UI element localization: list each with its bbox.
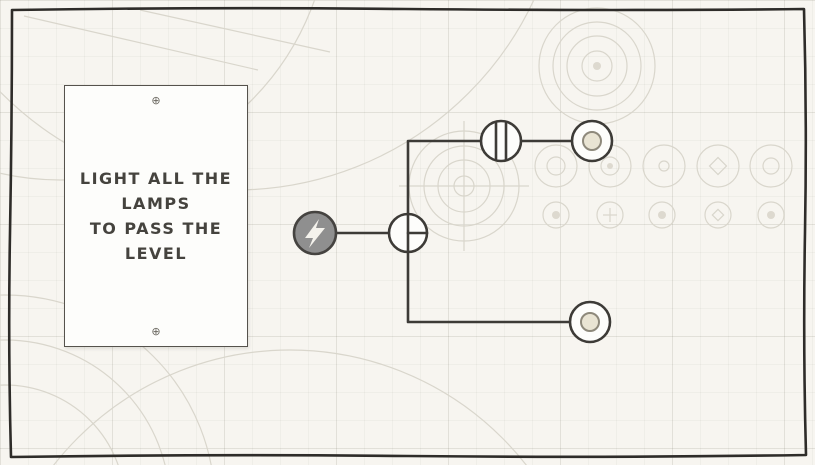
note-line: LEVEL bbox=[124, 244, 188, 263]
wire-splitter-to-switch bbox=[406, 139, 482, 217]
decoration-arc bbox=[0, 294, 212, 465]
note-line: LIGHT ALL THE bbox=[79, 169, 233, 188]
decoration-line bbox=[23, 15, 259, 71]
switch-node[interactable] bbox=[479, 119, 523, 163]
screw-icon: ⊕ bbox=[151, 325, 161, 338]
lamp-node-bottom[interactable] bbox=[568, 300, 612, 344]
decoration-symbol-row-2 bbox=[542, 201, 785, 229]
instruction-note: ⊕ LIGHT ALL THE LAMPS TO PASS THE LEVEL … bbox=[64, 85, 248, 347]
note-line: LAMPS bbox=[121, 194, 191, 213]
decoration-arc bbox=[0, 339, 166, 465]
decoration-symbol-row-1 bbox=[534, 144, 793, 188]
note-text: LIGHT ALL THE LAMPS TO PASS THE LEVEL bbox=[72, 166, 240, 266]
splitter-node[interactable] bbox=[387, 212, 429, 254]
decoration-line bbox=[139, 9, 331, 53]
decoration-target-top bbox=[538, 7, 656, 125]
decoration-arc bbox=[0, 384, 119, 465]
power-node[interactable] bbox=[292, 210, 338, 256]
wire-splitter-to-bottom-lamp bbox=[406, 249, 571, 324]
lamp-node-top[interactable] bbox=[570, 119, 614, 163]
lamp-filament bbox=[580, 312, 600, 332]
lamp-filament bbox=[582, 131, 602, 151]
screw-icon: ⊕ bbox=[151, 94, 161, 107]
decoration-arc bbox=[0, 0, 316, 181]
lightning-icon bbox=[305, 219, 325, 248]
note-line: TO PASS THE bbox=[89, 219, 223, 238]
decoration-arc bbox=[53, 349, 527, 465]
